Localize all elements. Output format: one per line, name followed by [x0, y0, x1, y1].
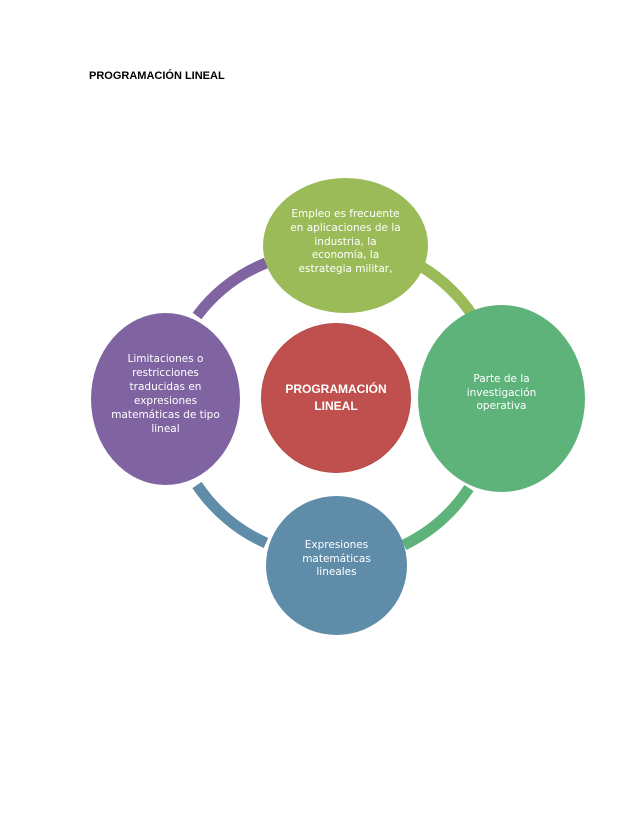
node-restrictions: Limitaciones o restricciones traducidas … — [91, 313, 240, 485]
node-center-linear-programming: PROGRAMACIÓN LINEAL — [261, 323, 411, 473]
page-title: PROGRAMACIÓN LINEAL — [89, 70, 225, 82]
connector-arc-top-right — [419, 262, 478, 320]
node-center-label: PROGRAMACIÓN LINEAL — [285, 381, 387, 413]
node-operations-research-label: Parte de la investigación operativa — [466, 372, 537, 413]
node-applications-label: Empleo es frecuente en aplicaciones de l… — [290, 207, 401, 276]
node-applications: Empleo es frecuente en aplicaciones de l… — [263, 178, 428, 313]
connector-arc-right-bottom — [401, 484, 474, 550]
connector-arc-left-top — [192, 257, 269, 320]
node-linear-expressions-label: Expresiones matemáticas lineales — [302, 538, 371, 579]
connector-arc-bottom-left — [192, 481, 269, 549]
node-operations-research: Parte de la investigación operativa — [418, 305, 585, 492]
node-linear-expressions: Expresiones matemáticas lineales — [266, 496, 407, 635]
node-restrictions-label: Limitaciones o restricciones traducidas … — [111, 353, 220, 435]
